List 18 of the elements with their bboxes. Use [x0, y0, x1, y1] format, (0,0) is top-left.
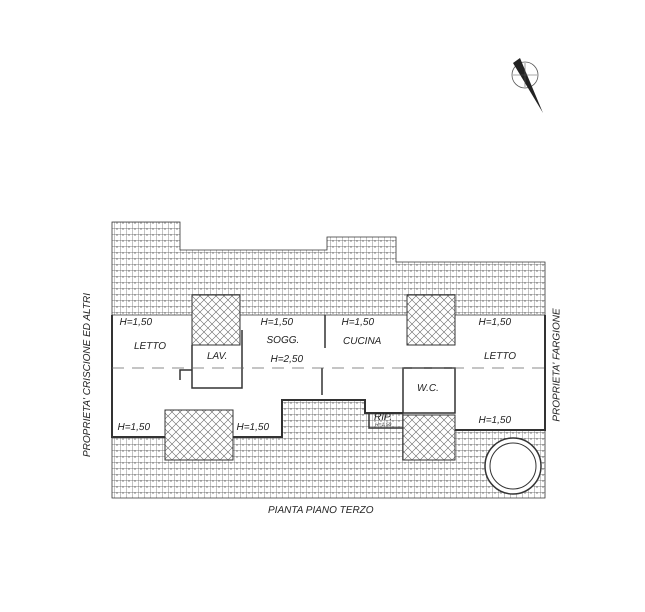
room-label: LETTO — [134, 342, 166, 352]
height-label: H=1,50 — [478, 416, 512, 426]
room-label: W.C. — [417, 384, 439, 394]
room-label: CUCINA — [343, 337, 382, 347]
property-label: PROPRIETA' CRISCIONE ED ALTRI — [83, 293, 93, 457]
room-label: RIP. — [374, 413, 392, 423]
room-label: LETTO — [484, 352, 516, 362]
room-label: SOGG. — [266, 336, 300, 346]
height-label: H=1,50 — [236, 423, 270, 433]
height-label: H=2,50 — [270, 355, 304, 365]
height-label: H=1,50 — [120, 318, 152, 328]
height-label: H=1,50 — [478, 318, 512, 328]
height-label: H=1,50 — [260, 318, 294, 328]
room-label: LAV. — [207, 352, 228, 362]
plan-caption: PIANTA PIANO TERZO — [268, 506, 374, 516]
property-label: PROPRIETA' FARGIONE — [552, 308, 562, 422]
height-label: H=1,50 — [342, 318, 374, 328]
height-label: H=1,50 — [118, 423, 150, 433]
